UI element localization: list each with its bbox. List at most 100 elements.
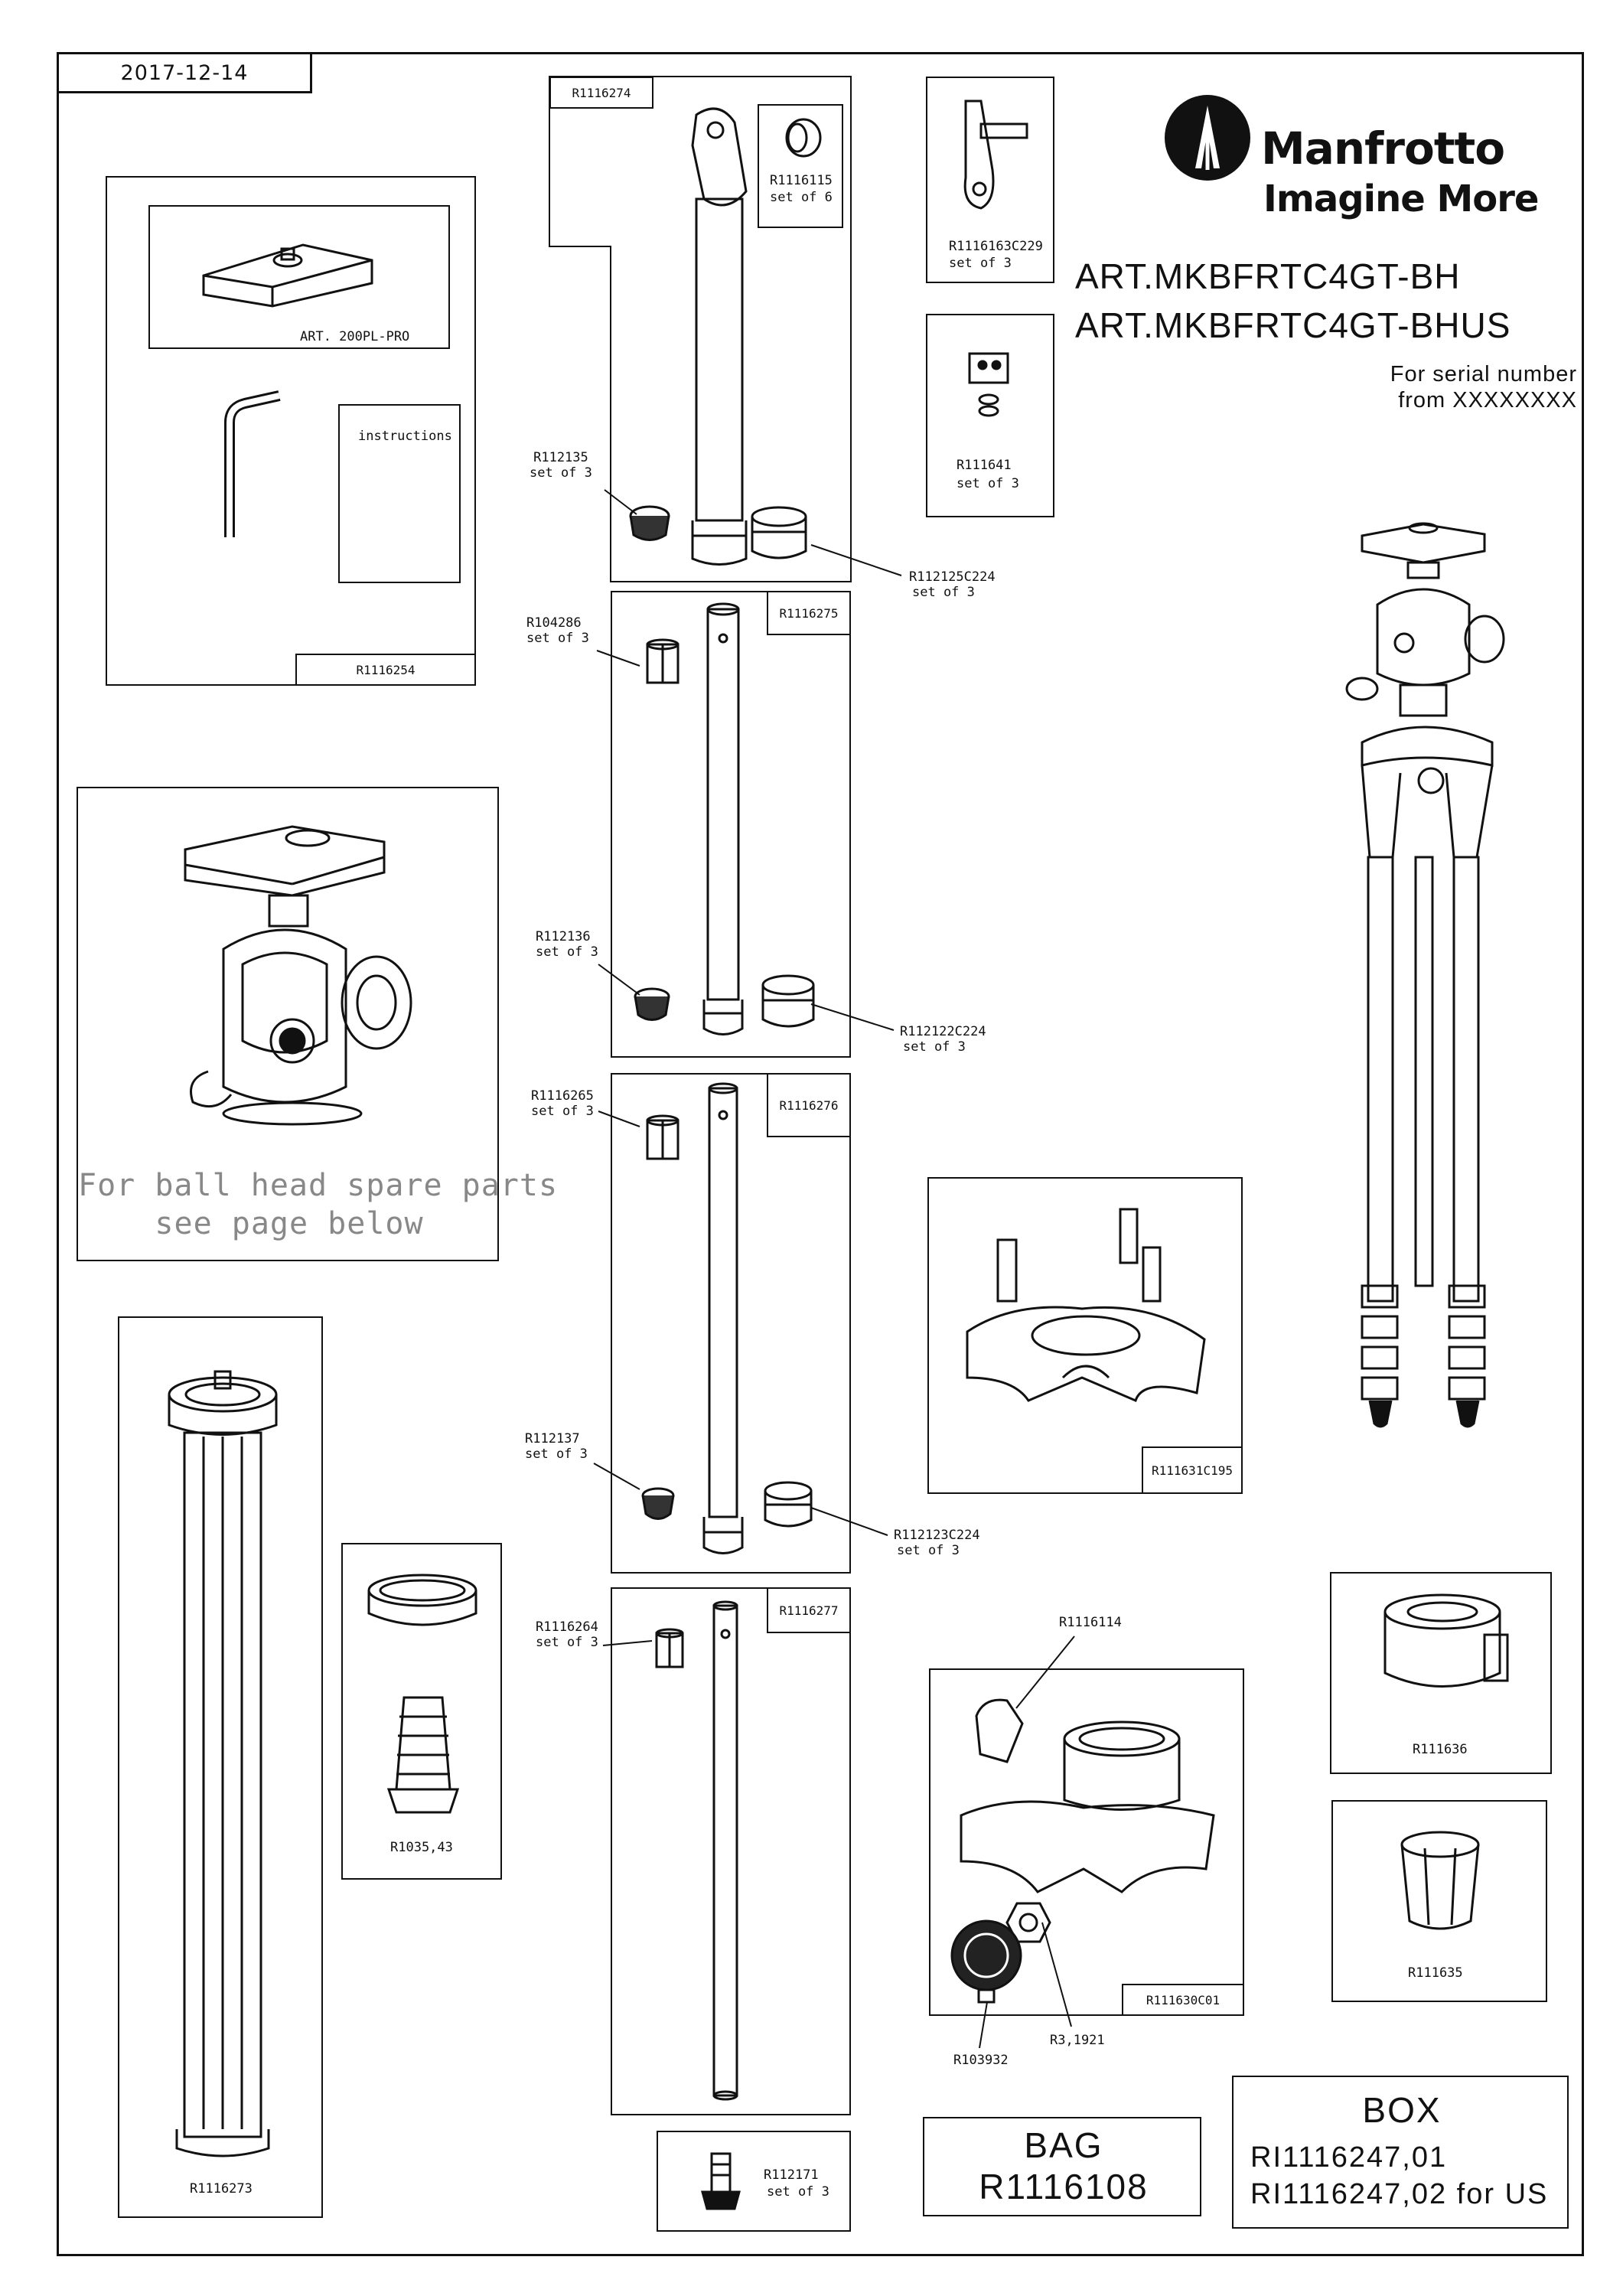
ring-code: R1116115 <box>770 173 833 188</box>
lever-code: R1116163C229 <box>949 239 1043 254</box>
screw-box: R112171 set of 3 <box>657 2131 851 2232</box>
plate-label: ART. 200PL-PRO <box>300 329 410 344</box>
ball-head-icon <box>184 825 412 1126</box>
spider-box: R111631C195 <box>927 1177 1243 1494</box>
quick-release-plate-box: ART. 200PL-PRO <box>148 205 450 349</box>
leg-3-top-code: R1116265 set of 3 <box>531 1088 594 1119</box>
lever-icon <box>963 99 1028 210</box>
leg-2-foot-icon <box>634 987 670 1021</box>
leg-3-foot-qty: set of 3 <box>525 1446 588 1462</box>
complete-tripod-icon <box>1345 522 1505 1428</box>
leg-3-tube-icon <box>702 1082 744 1554</box>
leg-box-2: R1116275 <box>611 591 851 1058</box>
leg-3-collar-icon <box>764 1481 813 1528</box>
leg-3-foot-icon <box>641 1487 675 1520</box>
leg-2-top-icon <box>646 638 680 684</box>
clamp-box: R111636 <box>1330 1572 1552 1774</box>
leg-2-foot-code: R112136 set of 3 <box>536 929 598 960</box>
leg-3-collar-code: R112123C224 set of 3 <box>894 1528 980 1558</box>
screw-qty: set of 3 <box>767 2184 829 2200</box>
leg-1-foot-code: R112135 set of 3 <box>530 450 592 481</box>
leg-4-top-code-text: R1116264 <box>536 1619 598 1635</box>
ring-icon <box>785 118 822 158</box>
leg-2-foot-qty: set of 3 <box>536 944 598 960</box>
bag-code: R1116108 <box>979 2167 1149 2206</box>
lock-qty: set of 3 <box>957 476 1019 491</box>
leg-1-code: R1116274 <box>549 77 653 109</box>
quick-release-plate-icon <box>202 243 373 308</box>
center-column-icon <box>168 1370 278 2157</box>
lock-code: R111641 <box>957 458 1012 473</box>
leg-2-top-qty: set of 3 <box>526 631 589 646</box>
ball-head-note-line-2: see page below <box>155 1206 424 1241</box>
center-column-box: R1116273 <box>118 1316 323 2218</box>
screw-code: R112171 <box>764 2167 819 2183</box>
ball-head-box: For ball head spare parts see page below <box>77 787 559 1261</box>
ring-box: R1116115 set of 6 <box>758 104 843 228</box>
bushing-code: R111635 <box>1408 1965 1463 1981</box>
leg-4-top-icon <box>655 1628 684 1668</box>
lock-box: R111641 set of 3 <box>926 314 1054 517</box>
leg-4-top-code: R1116264 set of 3 <box>536 1619 598 1650</box>
base-lever-code: R1116114 <box>1059 1615 1122 1630</box>
allen-key-icon <box>224 390 281 537</box>
ring-qty: set of 6 <box>770 190 833 205</box>
brand-tagline: Imagine More <box>1263 178 1539 220</box>
base-code: R111630C01 <box>1122 1984 1244 2016</box>
brand-logo: Manfrotto Imagine More <box>1162 92 1575 230</box>
leg-2-collar-code-text: R112122C224 <box>900 1024 986 1039</box>
bag-box: BAG R1116108 <box>923 2117 1201 2216</box>
instructions-box: instructions <box>338 404 461 583</box>
article-code-2: ART.MKBFRTC4GT-BHUS <box>1075 305 1511 345</box>
leg-4-code: R1116277 <box>767 1587 851 1633</box>
leg-3-top-qty: set of 3 <box>531 1104 594 1119</box>
manfrotto-tripod-icon <box>1165 95 1250 181</box>
box-line-2: RI1116247,02 for US <box>1250 2178 1549 2210</box>
serial-note: For serial number from XXXXXXXX <box>1390 361 1577 413</box>
drawing-frame <box>57 52 1584 2256</box>
leg-1-collar-qty: set of 3 <box>912 585 975 600</box>
brand-name: Manfrotto <box>1261 122 1505 174</box>
spider-icon <box>966 1208 1206 1403</box>
spider-code: R111631C195 <box>1142 1446 1243 1494</box>
base-box: R111630C01 <box>929 1668 1244 2016</box>
article-code-1: ART.MKBFRTC4GT-BH <box>1075 256 1461 296</box>
leg-4-top-qty: set of 3 <box>536 1635 598 1650</box>
leg-3-top-code-text: R1116265 <box>531 1088 594 1104</box>
leg-1-tube-icon <box>691 107 748 566</box>
bushing-icon <box>1400 1831 1480 1930</box>
ball-head-note-line-1: For ball head spare parts <box>78 1168 559 1203</box>
leg-1-collar-code: R112125C224 set of 3 <box>909 569 996 600</box>
leg-3-top-icon <box>646 1114 680 1160</box>
leg-2-foot-code-text: R112136 <box>536 929 591 944</box>
bushing-box: R111635 <box>1331 1800 1547 2002</box>
leg-2-top-code: R104286 set of 3 <box>526 615 589 646</box>
box-line-1: RI1116247,01 <box>1250 2141 1448 2174</box>
clamp-code: R111636 <box>1413 1742 1468 1757</box>
center-column-code: R1116273 <box>190 2181 253 2197</box>
leg-box-4: R1116277 <box>611 1587 851 2115</box>
box-title: BOX <box>1362 2090 1442 2130</box>
instructions-label: instructions <box>358 429 452 444</box>
clamp-icon <box>1383 1593 1509 1688</box>
accessory-kit-box: ART. 200PL-PRO instructions R1116254 <box>106 176 476 686</box>
base-lever-icon <box>975 1698 1024 1763</box>
lever-qty: set of 3 <box>949 256 1012 271</box>
spike-kit-box: R1035,43 <box>341 1543 502 1880</box>
serial-line-1: For serial number <box>1390 362 1577 386</box>
drawing-date: 2017-12-14 <box>57 52 312 93</box>
knob-code: R103932 <box>953 2053 1009 2068</box>
screw-icon <box>701 2152 741 2210</box>
leg-3-code: R1116276 <box>767 1073 851 1137</box>
leg-2-collar-icon <box>761 974 815 1028</box>
base-icon <box>960 1720 1215 1893</box>
ball-head-note: For ball head spare parts see page below <box>78 1166 559 1243</box>
leg-2-code: R1116275 <box>767 591 851 635</box>
box-box: BOX RI1116247,01 RI1116247,02 for US <box>1232 2076 1569 2229</box>
rubber-ring-icon <box>367 1574 477 1626</box>
leg-3-foot-code-text: R112137 <box>525 1431 580 1446</box>
serial-line-2: from XXXXXXXX <box>1398 388 1577 413</box>
leg-3-collar-qty: set of 3 <box>897 1543 960 1558</box>
leg-2-top-code-text: R104286 <box>526 615 582 631</box>
